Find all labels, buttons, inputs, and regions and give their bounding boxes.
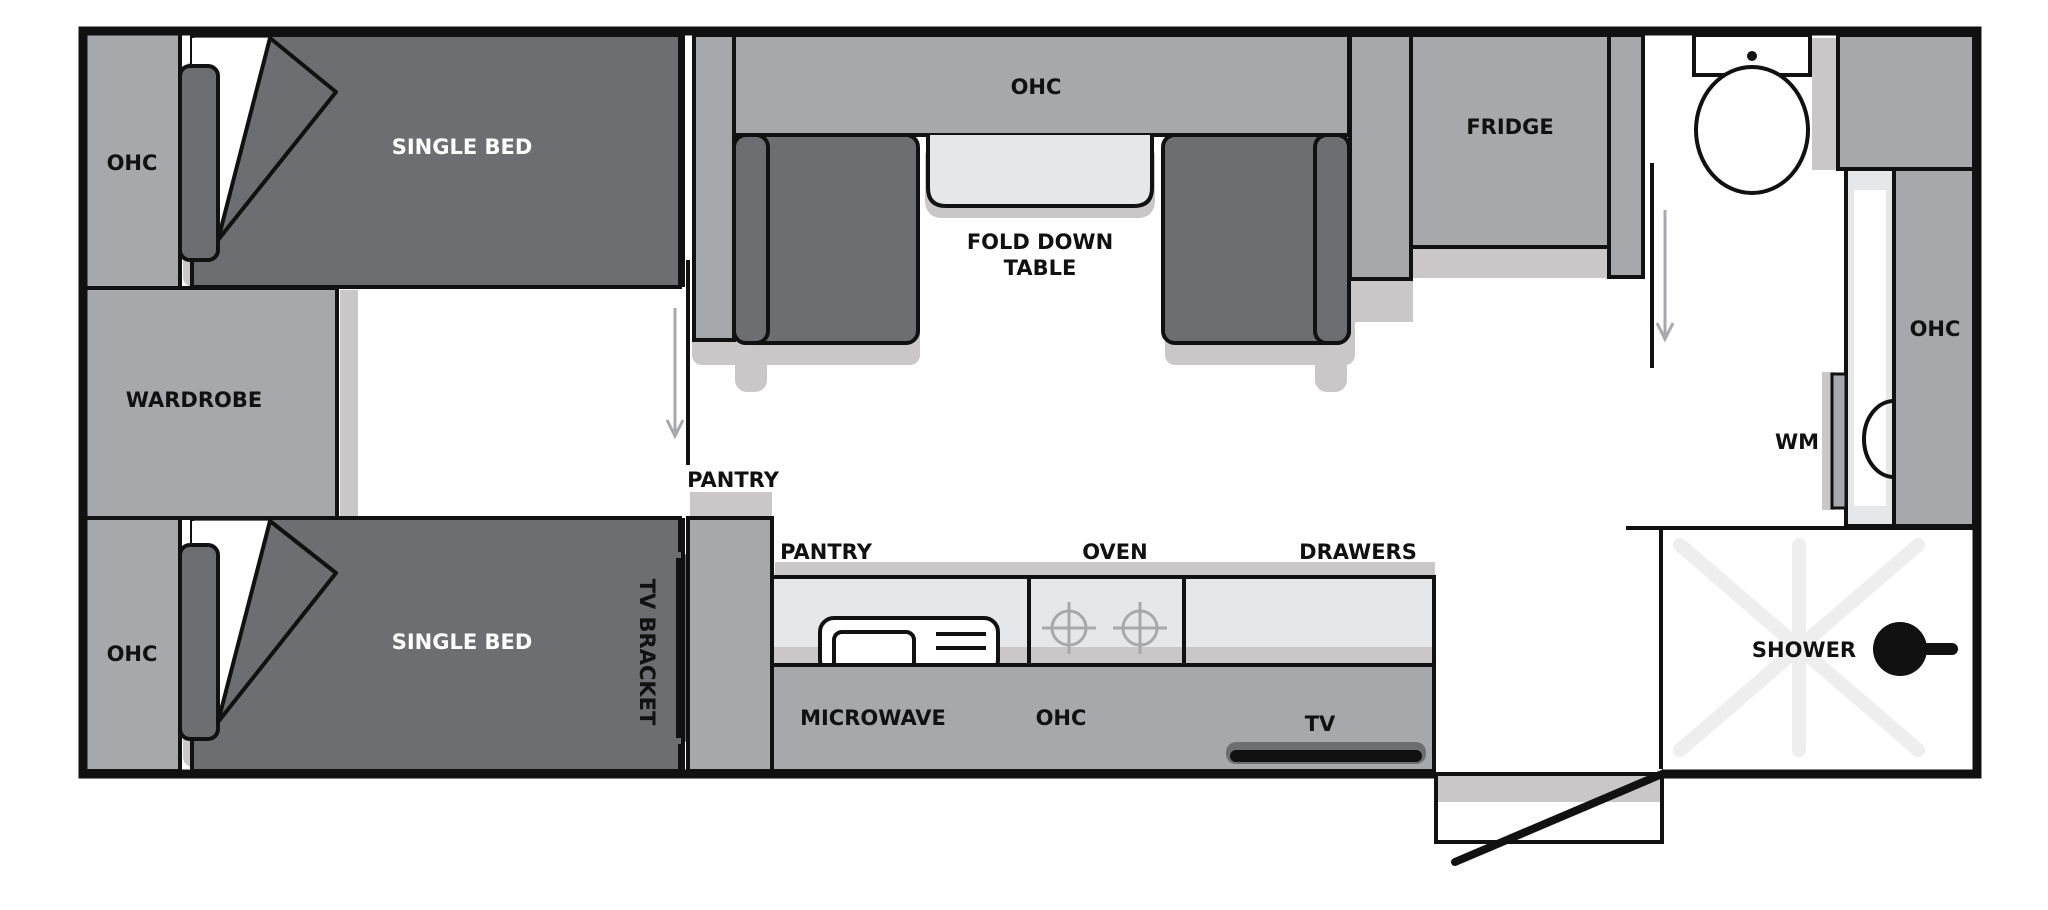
fold-down-table	[926, 135, 1154, 208]
wm-label: WM	[1775, 430, 1819, 454]
seat-right-back	[1313, 133, 1351, 345]
wardrobe-label: WARDROBE	[126, 388, 262, 412]
drawers-label: DRAWERS	[1299, 540, 1417, 564]
dinette-side-post	[692, 33, 736, 342]
bed-top-fold	[216, 36, 338, 242]
ohc-top-center	[732, 33, 1351, 137]
fridge-divider	[1607, 33, 1645, 279]
fridge	[1409, 33, 1611, 249]
tv-bracket-bar	[676, 558, 684, 738]
pantry-upper	[686, 516, 774, 773]
shower-head-icon	[1873, 622, 1927, 676]
ohc-kitchen-label: OHC	[1036, 706, 1087, 730]
wm-door	[1862, 399, 1895, 479]
kitchen-counter-shadow	[775, 562, 1435, 578]
burner-left	[1042, 602, 1096, 654]
bedroom-door-arrowhead	[665, 419, 685, 440]
shower-label: SHOWER	[1752, 638, 1856, 662]
ohc-bottom-left-label: OHC	[107, 642, 158, 666]
fridge-base-shadow	[1413, 248, 1613, 278]
toilet-bowl	[1694, 65, 1810, 195]
burner-right	[1113, 602, 1167, 654]
microwave-label: MICROWAVE	[800, 706, 946, 730]
shower-drain-pattern	[1673, 538, 1925, 757]
tv-label: TV	[1305, 712, 1336, 736]
bathroom-door-arrowhead	[1655, 322, 1675, 343]
entry-door-leaf	[1451, 770, 1666, 866]
entry-step	[1434, 772, 1664, 844]
wm-bar	[1830, 372, 1848, 510]
fridge-side-panel	[1348, 33, 1413, 281]
ohc-right-label: OHC	[1910, 317, 1961, 341]
seat-right-foot-shadow	[1315, 350, 1347, 392]
oven-label: OVEN	[1082, 540, 1147, 564]
bathroom-cabinet-top	[1836, 33, 1976, 171]
fold-down-table-label-2: TABLE	[1004, 256, 1077, 280]
ohc-right	[1892, 167, 1976, 528]
ohc-top-center-label: OHC	[1011, 75, 1062, 99]
outer-wall	[78, 26, 1982, 779]
tv-bracket-label: TV BRACKET	[635, 579, 659, 726]
bed-bottom-fold	[216, 519, 338, 724]
pillow-bottom	[178, 543, 220, 741]
pantry-upper-shadow	[690, 492, 772, 520]
bathroom-vanity-panel	[1854, 190, 1886, 506]
ohc-top-left-label: OHC	[107, 151, 158, 175]
pantry-upper-label: PANTRY	[687, 468, 780, 492]
shower-arm	[1910, 643, 1958, 655]
single-bed-bottom-label: SINGLE BED	[392, 630, 533, 654]
ohc-bottom-left	[83, 516, 182, 773]
fridge-label: FRIDGE	[1466, 115, 1553, 139]
pillow-top	[178, 64, 220, 262]
wardrobe	[83, 286, 339, 520]
tv	[1230, 750, 1422, 762]
wardrobe-shadow	[340, 290, 358, 518]
seat-left-back	[732, 133, 770, 345]
fold-down-table-label-1: FOLD DOWN	[967, 230, 1113, 254]
single-bed-top-label: SINGLE BED	[392, 135, 533, 159]
toilet-flush-icon	[1747, 51, 1757, 61]
pantry-kitchen-label: PANTRY	[780, 540, 873, 564]
seat-left-foot-shadow	[735, 350, 767, 392]
